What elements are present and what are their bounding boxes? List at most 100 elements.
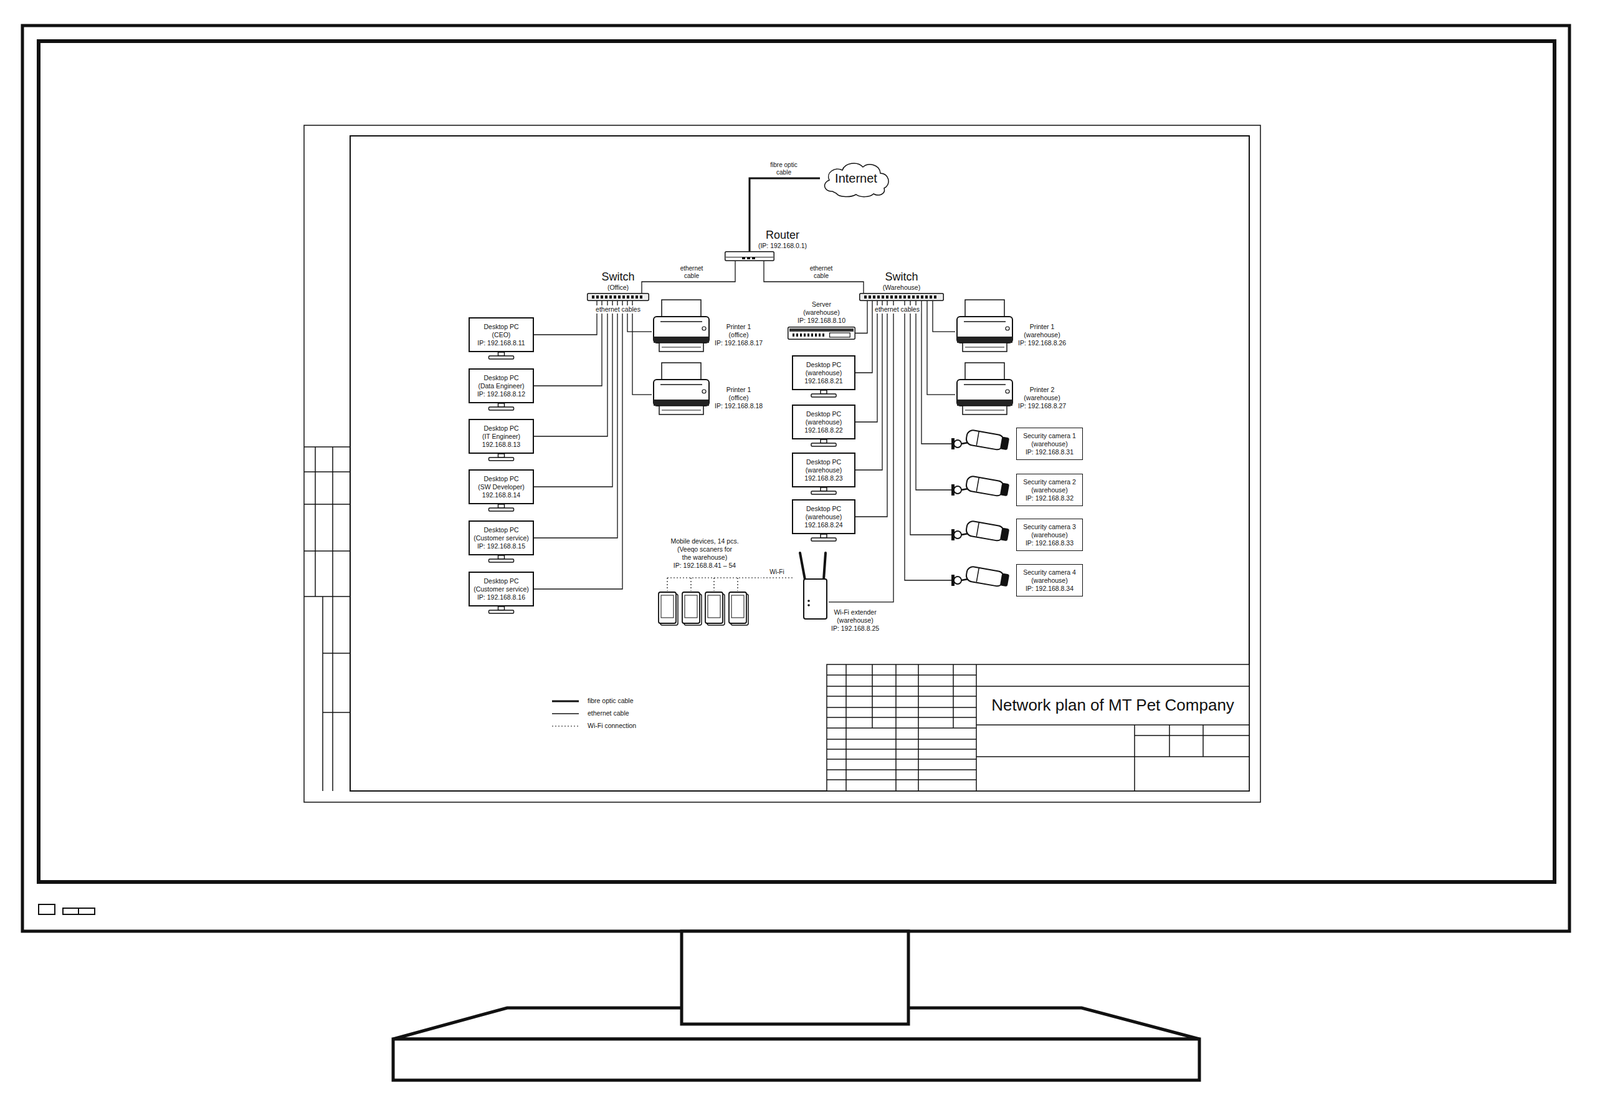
device-name: Switch (601, 270, 635, 284)
cable-connector (855, 300, 878, 422)
cable-connector (761, 576, 793, 578)
device-detail: (Customer service) (473, 533, 529, 543)
switch-port (881, 295, 885, 299)
cable-connector (855, 300, 868, 334)
text-group: Desktop PC(SW Developer)192.168.8.14 (477, 474, 525, 500)
switch-port (929, 295, 933, 299)
wifi-drop (690, 577, 691, 591)
device-name: Desktop PC (477, 373, 526, 382)
text-group: Desktop PC(warehouse)192.168.8.21 (804, 360, 843, 386)
text-group: Desktop PC(Customer service)IP: 192.168.… (473, 525, 529, 551)
title-block-line (976, 755, 1250, 758)
switch-port (626, 295, 630, 299)
side-table-line (304, 595, 351, 597)
printer-tray-line (661, 409, 701, 411)
camera-ring (976, 522, 979, 537)
side-table-line (304, 446, 351, 448)
phone-screen (731, 595, 744, 618)
cloud-outline (824, 163, 890, 197)
switch-port (903, 295, 906, 299)
camera-ring (976, 477, 979, 492)
device-detail: 192.168.8.22 (804, 426, 843, 435)
device-detail: (warehouse) (1023, 439, 1077, 448)
printer: Printer 2(warehouse)IP: 192.168.8.27 (955, 361, 1015, 417)
device-name: Security camera 3 (1023, 522, 1077, 531)
cable-connector (855, 300, 883, 470)
device-name: Printer 1 (1018, 322, 1067, 331)
desktop-pc: Desktop PC(warehouse)192.168.8.22 (791, 404, 856, 440)
monitor-foot (811, 537, 837, 541)
switch-port (899, 295, 902, 299)
printer-icon (955, 361, 1015, 417)
side-table-line (304, 503, 351, 505)
device-detail: IP: 192.168.8.10 (797, 316, 846, 325)
printer-knob (702, 326, 706, 331)
device-detail: 192.168.8.13 (482, 440, 521, 449)
server-port (814, 333, 817, 337)
text-group: Internet (834, 170, 878, 186)
printer-base (957, 336, 1013, 343)
device-detail: (warehouse) (1018, 330, 1067, 339)
side-table-line (322, 711, 351, 713)
camera-mount (953, 530, 962, 539)
monitor-stand (791, 533, 856, 543)
printer-tray (962, 405, 1007, 415)
monitor (22, 25, 1570, 1080)
printer-slot (660, 320, 703, 323)
text-group: Switch(Office) (601, 270, 635, 292)
desktop-pc: Desktop PC(Customer service)IP: 192.168.… (468, 520, 534, 556)
security-camera: Security camera 2(warehouse)IP: 192.168.… (951, 473, 1083, 506)
desktop-pc: Desktop PC(CEO)IP: 192.168.8.11 (468, 317, 534, 353)
cable-connector (932, 300, 956, 332)
title-block-line (1202, 724, 1204, 757)
device-name: Security camera 1 (1023, 431, 1077, 440)
camera-housing (965, 475, 1005, 497)
cable-connector (763, 261, 864, 293)
printer-body (957, 316, 1013, 343)
switch-port (894, 295, 898, 299)
cable-connector (749, 178, 820, 252)
router-body (725, 251, 775, 262)
text-group: Security camera 2(warehouse)IP: 192.168.… (1023, 477, 1077, 503)
camera-body (965, 429, 1010, 452)
printer: Printer 1(warehouse)IP: 192.168.8.26 (955, 299, 1015, 354)
device-detail: (warehouse) (804, 512, 843, 521)
legend-samples (552, 700, 579, 726)
printer-tray (659, 405, 704, 415)
device-detail: (Office) (601, 283, 635, 292)
text-group: Printer 1(office)IP: 192.168.8.17 (714, 322, 763, 348)
device-name: Internet (834, 170, 878, 186)
camera-ring (976, 431, 979, 446)
side-table-line (314, 446, 316, 597)
device-name: Desktop PC (477, 322, 525, 331)
switch-port (622, 295, 625, 299)
title-block-line (1134, 734, 1250, 736)
title-block-line (826, 695, 977, 697)
device-detail: IP: 192.168.8.26 (1018, 338, 1067, 348)
device-detail: IP: 192.168.8.18 (714, 401, 763, 410)
printer-slot (963, 383, 1006, 386)
phone (658, 591, 677, 624)
side-table-line (322, 596, 324, 791)
text-group: Desktop PC(warehouse)192.168.8.22 (804, 409, 843, 435)
monitor-neck (498, 606, 505, 610)
printer-icon (651, 299, 711, 354)
cable-connector (855, 300, 888, 517)
cable-connector (533, 300, 602, 386)
monitor-stand (468, 453, 534, 463)
printer-icon (651, 361, 711, 417)
monitor-foot (489, 355, 515, 359)
switch-port (933, 295, 937, 299)
printer-tray-line (965, 347, 1005, 348)
switch-port (912, 295, 915, 299)
phone (705, 591, 723, 624)
device-detail: (IP: 192.168.0.1) (758, 241, 807, 250)
monitor-housing (22, 25, 1570, 931)
title-block-line (976, 685, 1250, 687)
device-name: Printer 1 (714, 385, 763, 394)
printer-knob (1005, 326, 1010, 331)
extender-led (807, 603, 810, 607)
server-band (789, 328, 854, 332)
switch-port (639, 295, 643, 299)
monitor-stand (791, 487, 856, 496)
